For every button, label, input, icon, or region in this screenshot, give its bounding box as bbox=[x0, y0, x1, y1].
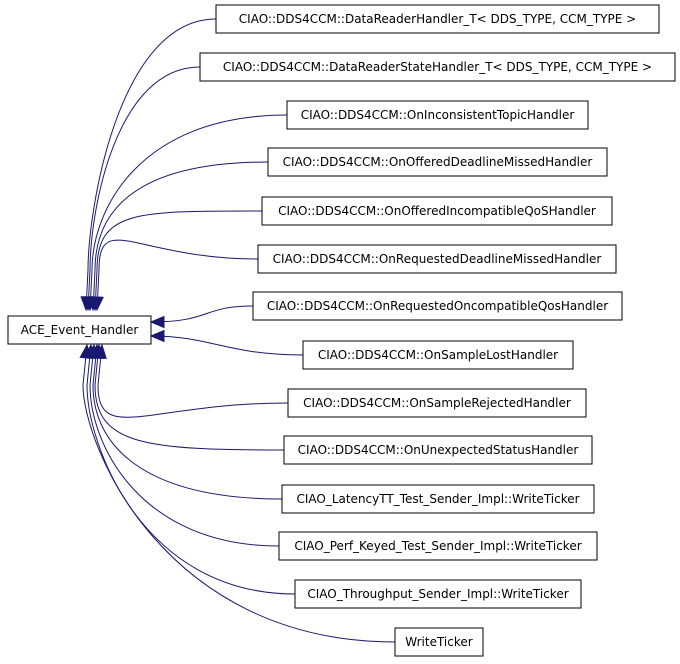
derived-class-box bbox=[257, 244, 617, 274]
derived-class-box bbox=[394, 627, 484, 657]
inheritance-arrowhead bbox=[91, 296, 104, 312]
derived-class-nodes: CIAO::DDS4CCM::DataReaderHandler_T< DDS_… bbox=[199, 4, 676, 657]
derived-class-node-ciao-dds4ccm-onsamplelosthandler[interactable]: CIAO::DDS4CCM::OnSampleLostHandler bbox=[302, 340, 574, 370]
inheritance-edge bbox=[89, 114, 288, 311]
inheritance-edge bbox=[82, 344, 396, 643]
derived-class-node-writeticker[interactable]: WriteTicker bbox=[394, 627, 484, 657]
derived-class-label: CIAO::DDS4CCM::OnOfferedDeadlineMissedHa… bbox=[283, 155, 593, 169]
derived-class-label: CIAO::DDS4CCM::OnSampleLostHandler bbox=[318, 348, 558, 362]
derived-class-label: CIAO_Perf_Keyed_Test_Sender_Impl::WriteT… bbox=[294, 539, 581, 553]
inheritance-edge bbox=[87, 66, 201, 311]
derived-class-label: CIAO::DDS4CCM::OnUnexpectedStatusHandler bbox=[298, 443, 579, 457]
inheritance-edge bbox=[89, 344, 280, 547]
derived-class-box bbox=[283, 435, 593, 465]
derived-class-label: CIAO::DDS4CCM::OnInconsistentTopicHandle… bbox=[301, 108, 575, 122]
derived-class-box bbox=[302, 340, 574, 370]
derived-class-box bbox=[286, 100, 589, 130]
derived-class-box bbox=[267, 147, 608, 177]
derived-class-box bbox=[215, 4, 660, 34]
inheritance-edge bbox=[94, 344, 285, 451]
derived-class-node-ciao-dds4ccm-onrequestedoncompatibleqoshandler[interactable]: CIAO::DDS4CCM::OnRequestedOncompatibleQo… bbox=[252, 291, 623, 321]
base-class-node[interactable]: ACE_Event_Handler bbox=[7, 315, 152, 345]
derived-class-label: CIAO::DDS4CCM::OnSampleRejectedHandler bbox=[303, 396, 571, 410]
derived-class-node-ciao-dds4ccm-onrequesteddeadlinemissedhandler[interactable]: CIAO::DDS4CCM::OnRequestedDeadlineMissed… bbox=[257, 244, 617, 274]
derived-class-label: CIAO_LatencyTT_Test_Sender_Impl::WriteTi… bbox=[296, 492, 579, 506]
derived-class-box bbox=[278, 531, 598, 561]
inheritance-edge bbox=[94, 210, 263, 311]
derived-class-node-ciao-dds4ccm-onofferedincompatibleqoshandler[interactable]: CIAO::DDS4CCM::OnOfferedIncompatibleQoSH… bbox=[261, 196, 613, 226]
derived-class-box bbox=[252, 291, 623, 321]
inheritance-edges bbox=[79, 18, 396, 643]
derived-class-node-ciao-perf-keyed-test-sender-impl-writeticker[interactable]: CIAO_Perf_Keyed_Test_Sender_Impl::WriteT… bbox=[278, 531, 598, 561]
inheritance-edge bbox=[150, 305, 254, 323]
derived-class-node-ciao-dds4ccm-datareaderstatehandler-t-dds-type-ccm-type[interactable]: CIAO::DDS4CCM::DataReaderStateHandler_T<… bbox=[199, 52, 676, 82]
inheritance-edge bbox=[92, 161, 269, 311]
derived-class-box bbox=[261, 196, 613, 226]
derived-class-label: CIAO_Throughput_Sender_Impl::WriteTicker bbox=[307, 587, 568, 601]
inheritance-arrowhead bbox=[149, 329, 165, 343]
inheritance-edge bbox=[97, 344, 289, 418]
derived-class-node-ciao-dds4ccm-onsamplerejectedhandler[interactable]: CIAO::DDS4CCM::OnSampleRejectedHandler bbox=[287, 388, 587, 418]
inheritance-edge bbox=[150, 335, 304, 356]
derived-class-label: CIAO::DDS4CCM::OnOfferedIncompatibleQoSH… bbox=[278, 204, 596, 218]
inheritance-edge bbox=[92, 344, 283, 500]
derived-class-node-ciao-throughput-sender-impl-writeticker[interactable]: CIAO_Throughput_Sender_Impl::WriteTicker bbox=[294, 579, 582, 609]
derived-class-node-ciao-dds4ccm-datareaderhandler-t-dds-type-ccm-type[interactable]: CIAO::DDS4CCM::DataReaderHandler_T< DDS_… bbox=[215, 4, 660, 34]
derived-class-node-ciao-latencytt-test-sender-impl-writeticker[interactable]: CIAO_LatencyTT_Test_Sender_Impl::WriteTi… bbox=[281, 484, 595, 514]
derived-class-box bbox=[281, 484, 595, 514]
derived-class-label: CIAO::DDS4CCM::OnRequestedOncompatibleQo… bbox=[267, 299, 608, 313]
inheritance-arrowhead bbox=[79, 343, 92, 360]
inheritance-edge bbox=[85, 18, 217, 311]
derived-class-node-ciao-dds4ccm-onunexpectedstatushandler[interactable]: CIAO::DDS4CCM::OnUnexpectedStatusHandler bbox=[283, 435, 593, 465]
derived-class-label: CIAO::DDS4CCM::DataReaderStateHandler_T<… bbox=[223, 60, 652, 74]
derived-class-box bbox=[287, 388, 587, 418]
derived-class-box bbox=[294, 579, 582, 609]
inheritance-edge bbox=[96, 239, 259, 311]
base-class-box bbox=[7, 315, 152, 345]
derived-class-box bbox=[199, 52, 676, 82]
derived-class-label: WriteTicker bbox=[405, 635, 472, 649]
inheritance-arrowhead bbox=[149, 315, 165, 329]
derived-class-node-ciao-dds4ccm-oninconsistenttopichandler[interactable]: CIAO::DDS4CCM::OnInconsistentTopicHandle… bbox=[286, 100, 589, 130]
derived-class-label: CIAO::DDS4CCM::DataReaderHandler_T< DDS_… bbox=[239, 12, 636, 26]
base-class-label: ACE_Event_Handler bbox=[21, 323, 139, 337]
derived-class-label: CIAO::DDS4CCM::OnRequestedDeadlineMissed… bbox=[273, 252, 602, 266]
derived-class-node-ciao-dds4ccm-onoffereddeadlinemissedhandler[interactable]: CIAO::DDS4CCM::OnOfferedDeadlineMissedHa… bbox=[267, 147, 608, 177]
